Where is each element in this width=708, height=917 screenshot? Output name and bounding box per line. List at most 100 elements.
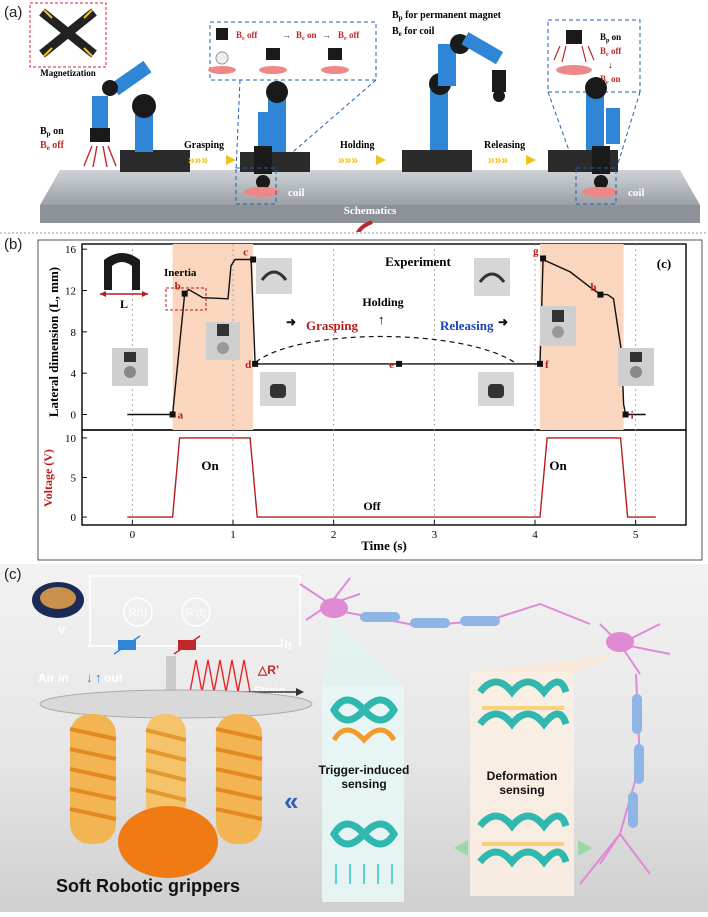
photo-thumbnail-i xyxy=(618,348,654,386)
on-label-left: On xyxy=(201,458,219,473)
svg-text:L: L xyxy=(120,297,128,311)
tick-label-voltage-0: 0 xyxy=(71,512,77,524)
neuron-body-left xyxy=(320,598,348,618)
soft-finger-right xyxy=(215,714,263,844)
robot-arm-3 xyxy=(402,32,506,172)
y-axis-label-lateral: Lateral dimension (L, mm) xyxy=(46,267,61,417)
down-arrow-icon: ↓ xyxy=(608,60,613,70)
chevrons-left-icon: « xyxy=(284,786,298,816)
step-releasing-label: Releasing xyxy=(484,140,525,151)
strain-arrow-head-icon xyxy=(296,688,304,696)
releasing-label: Releasing xyxy=(440,318,494,333)
data-point-label-g: g xyxy=(533,245,539,257)
schematic-illustration: Magnetization Bp on Be off Grasping »»» … xyxy=(29,2,700,258)
deformation-structure-bottom-icon xyxy=(477,812,570,868)
deformation-structure-top-icon xyxy=(477,678,570,730)
tick-label-time-3: 3 xyxy=(432,529,438,541)
x-axis-label: Time (s) xyxy=(361,538,407,553)
svg-text:»»»: »»» xyxy=(188,153,208,167)
tick-label-lateral-8: 8 xyxy=(71,327,77,339)
tick-label-time-0: 0 xyxy=(130,529,136,541)
seq-arrow-1: → xyxy=(282,30,291,40)
photo-thumbnail-c xyxy=(256,258,292,294)
red-sensor-icon xyxy=(173,635,201,655)
photo-thumbnail-f xyxy=(478,372,514,406)
tick-label-voltage-10: 10 xyxy=(65,433,77,445)
data-point-label-d: d xyxy=(245,359,251,371)
svg-text:»»»: »»» xyxy=(488,153,508,167)
schematics-label: Schematics xyxy=(344,205,397,217)
soft-grippers-label: Soft Robotic grippers xyxy=(56,876,240,896)
panel-c-gripper-sensing: R(t) R’(t) V Air in ↓ ↑ out △R’ Strain xyxy=(0,564,708,912)
data-point-label-i: i xyxy=(631,410,634,422)
magnetization-label: Magnetization xyxy=(40,68,96,78)
off-label: Off xyxy=(363,499,381,513)
data-point-e xyxy=(396,360,403,367)
right-bp-on: Bp on xyxy=(600,32,621,44)
on-label-right: On xyxy=(549,458,567,473)
zoom-beam-left xyxy=(322,620,404,686)
step-grasping-label: Grasping xyxy=(184,140,224,151)
holding-label: Holding xyxy=(362,295,403,309)
lab-table xyxy=(40,170,700,205)
air-in-label: Air in xyxy=(38,671,69,685)
gripper-sensing-illustration: R(t) R’(t) V Air in ↓ ↑ out △R’ Strain xyxy=(32,575,671,902)
data-point-h xyxy=(597,291,604,298)
inertia-box xyxy=(165,287,207,311)
panel-c-tag: (c) xyxy=(657,256,671,271)
coil-highlight-left xyxy=(235,167,277,205)
seq-be-on: Be on xyxy=(296,30,316,42)
data-point-label-e: e xyxy=(389,359,394,371)
panel-c-label: (c) xyxy=(4,566,22,583)
magnetization-cross-icon xyxy=(39,8,97,58)
tick-label-time-4: 4 xyxy=(532,529,538,541)
trigger-structure-bottom-icon xyxy=(329,820,399,884)
tick-label-lateral-16: 16 xyxy=(65,244,77,256)
data-point-b xyxy=(181,290,188,297)
soft-finger-middle xyxy=(145,714,187,824)
right-be-on: Be on xyxy=(600,74,620,86)
tick-label-time-5: 5 xyxy=(633,529,639,541)
blue-sensor-icon xyxy=(113,635,141,655)
data-point-label-a: a xyxy=(178,410,184,422)
data-point-label-c: c xyxy=(243,247,248,259)
tick-label-lateral-0: 0 xyxy=(71,410,77,422)
air-tube xyxy=(166,656,176,698)
magnetic-field-lines-icon xyxy=(83,145,117,168)
left-bp-on: Bp on xyxy=(40,126,64,138)
grasping-label: Grasping xyxy=(306,318,359,333)
curved-arrow-icon xyxy=(354,220,373,252)
holding-dashed-arc xyxy=(255,335,515,363)
tick-label-lateral-4: 4 xyxy=(71,368,77,380)
data-point-d xyxy=(252,360,259,367)
strain-signal-icon xyxy=(189,659,251,693)
grasping-arrow-icon: »»» xyxy=(188,153,236,167)
y-axis-label-voltage: Voltage (V) xyxy=(41,449,55,507)
svg-text:R(t): R(t) xyxy=(129,607,147,619)
data-point-c xyxy=(250,256,257,263)
neuron-body-right xyxy=(606,632,634,652)
panel-a-label: (a) xyxy=(4,4,23,21)
photo-thumbnails xyxy=(112,258,654,406)
coil-highlight-right xyxy=(575,167,617,205)
robot-arm-4 xyxy=(548,77,620,197)
legend-be: Be for coil xyxy=(392,26,435,38)
data-point-label-b: b xyxy=(175,281,181,293)
data-point-a xyxy=(169,411,176,418)
data-point-label-h: h xyxy=(590,282,596,294)
data-point-i xyxy=(622,411,629,418)
step-holding-label: Holding xyxy=(340,140,374,151)
zoom-beam-right xyxy=(470,654,620,672)
data-point-f xyxy=(537,360,544,367)
delta-r-label: △R’ xyxy=(257,663,279,677)
robot-arm-1 xyxy=(90,60,190,172)
holding-arrow-icon: »»» xyxy=(338,153,386,167)
sequence-grippers-icon xyxy=(208,28,349,74)
panel-b-label: (b) xyxy=(4,236,23,253)
coil-label-left: coil xyxy=(288,187,305,199)
air-down-arrow-icon: ↓ xyxy=(86,670,93,685)
sensing-circuit xyxy=(88,575,301,650)
data-point-label-f: f xyxy=(545,359,549,371)
